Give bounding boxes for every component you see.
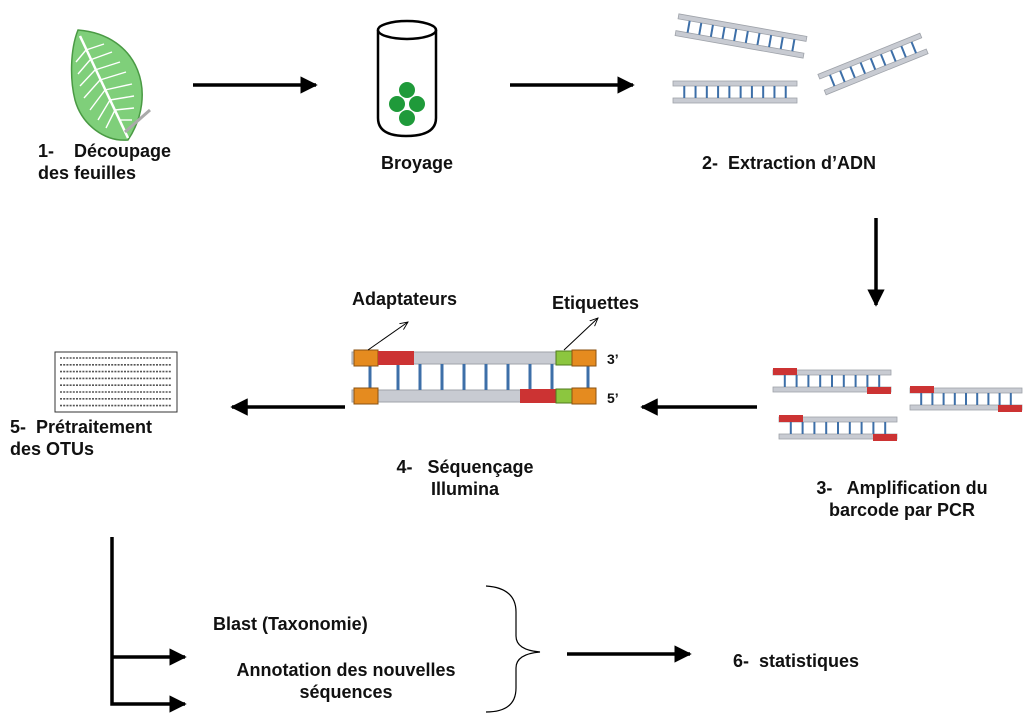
sequence-file-icon <box>54 351 178 413</box>
flow-arrows <box>110 76 885 713</box>
step5-label: 5- Prétraitement des OTUs <box>10 417 153 459</box>
etiquettes-label: Etiquettes <box>552 293 640 313</box>
pcr-fragments <box>772 368 1023 441</box>
end-3-label: 3’ <box>607 351 619 367</box>
annotation-label: Annotation des nouvelles séquences <box>236 660 456 702</box>
dna-fragment-icon <box>909 386 1023 412</box>
blast-label: Blast (Taxonomie) <box>213 614 368 634</box>
step6-label: 6- statistiques <box>733 651 860 671</box>
tube-icon <box>376 19 438 138</box>
step1-label: 1- Découpage des feuilles <box>38 141 172 183</box>
dna-fragment-icon <box>772 368 892 394</box>
end-5-label: 5’ <box>607 390 619 406</box>
leaf-icon <box>70 29 151 141</box>
broyage-label: Broyage <box>381 153 454 173</box>
step4-label: 4- Séquençage Illumina <box>396 457 534 499</box>
dna-fragment-icon <box>778 415 898 441</box>
curly-brace <box>485 585 541 713</box>
arrow-5-to-annotation <box>110 537 187 713</box>
illumina-construct <box>351 318 598 405</box>
dna-fragment-icon <box>817 32 929 96</box>
step2-label: 2- Extraction d’ADN <box>702 153 877 173</box>
dna-fragment-icon <box>674 13 808 59</box>
step3-label: 3- Amplification du barcode par PCR <box>816 478 988 520</box>
dna-fragments <box>672 13 929 104</box>
adaptateurs-label: Adaptateurs <box>352 289 458 309</box>
dna-fragment-icon <box>672 80 798 104</box>
